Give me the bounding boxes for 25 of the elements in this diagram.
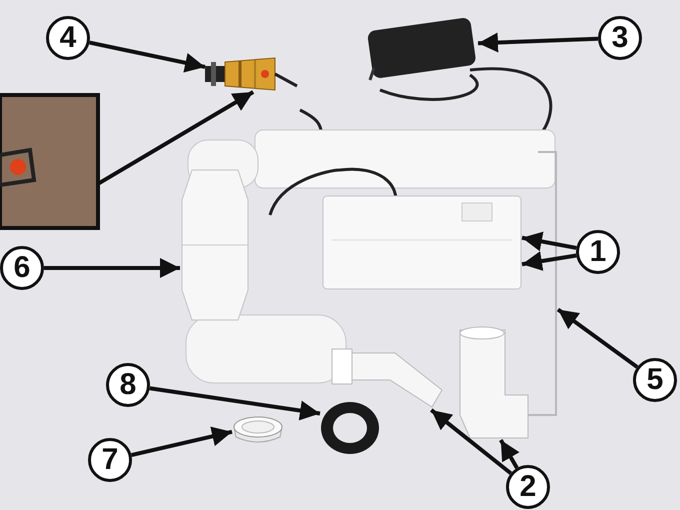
callout-number: 6 xyxy=(0,246,44,290)
callout-number: 7 xyxy=(88,438,132,482)
callout-number: 2 xyxy=(506,465,550,509)
inset-photo xyxy=(0,95,98,228)
leader-arrow xyxy=(149,386,320,420)
leader-arrow xyxy=(130,426,232,457)
sensor-drawing xyxy=(205,56,297,92)
callout-number: 5 xyxy=(633,358,677,402)
leader-arrow xyxy=(478,32,598,52)
callout-number: 4 xyxy=(46,16,90,60)
leader-arrow xyxy=(430,408,512,475)
pump-housing-drawing xyxy=(322,195,522,290)
leader-arrow xyxy=(522,251,577,271)
callout-number: 1 xyxy=(576,230,620,274)
leader-arrow xyxy=(522,232,577,252)
leader-arrow xyxy=(499,439,520,469)
leader-arrow xyxy=(44,258,180,278)
leader-arrow xyxy=(556,308,638,369)
callout-number: 8 xyxy=(106,363,150,407)
rubber-ring-drawing xyxy=(320,400,380,455)
pipe-coupling-drawing xyxy=(180,170,250,320)
leader-arrow xyxy=(89,40,206,73)
cap-drawing xyxy=(232,415,284,445)
power-adapter-drawing xyxy=(368,20,478,82)
callout-number: 3 xyxy=(598,16,642,60)
